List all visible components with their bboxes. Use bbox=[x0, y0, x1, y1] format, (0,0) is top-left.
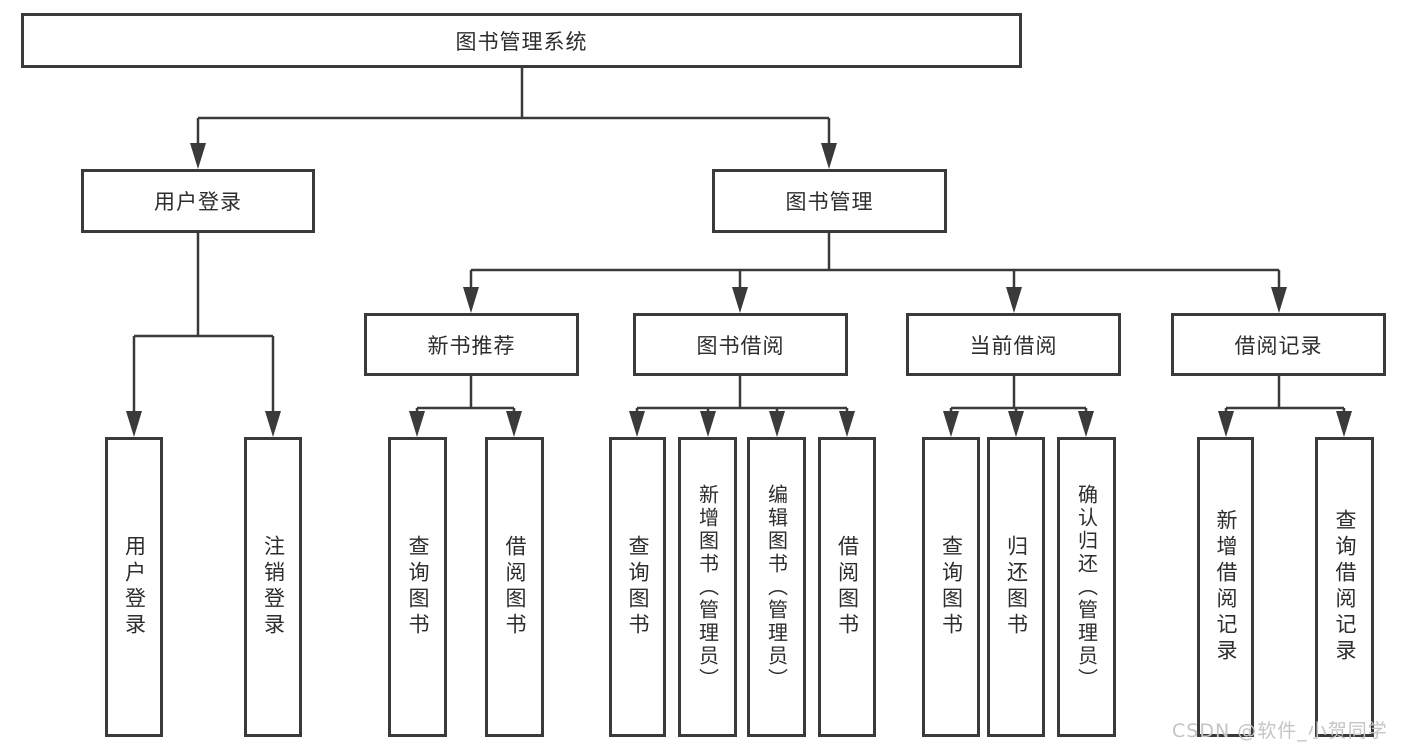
arrow-leaf-addbook bbox=[700, 411, 716, 437]
node-borrow-records: 借阅记录 bbox=[1171, 313, 1386, 376]
leaf-add-book-admin: 新增图书（管理员） bbox=[678, 437, 737, 737]
leaf-edit-book-admin-label: 编辑图书（管理员） bbox=[764, 483, 789, 691]
leaf-query-book-recommendation: 查询图书 bbox=[388, 437, 447, 737]
leaf-borrow-book-borrow: 借阅图书 bbox=[818, 437, 876, 737]
arrow-bookmgmt bbox=[821, 143, 837, 169]
arrow-leaf-editbook bbox=[769, 411, 785, 437]
leaf-add-borrow-record: 新增借阅记录 bbox=[1197, 437, 1254, 737]
leaf-confirm-return-admin: 确认归还（管理员） bbox=[1057, 437, 1116, 737]
leaf-user-login: 用户登录 bbox=[105, 437, 163, 737]
node-book-management-label: 图书管理 bbox=[785, 190, 874, 214]
arrow-leaf-userlogin bbox=[126, 411, 142, 437]
leaf-edit-book-admin: 编辑图书（管理员） bbox=[747, 437, 806, 737]
leaf-query-book-current-label: 查询图书 bbox=[939, 535, 964, 639]
node-borrow-records-label: 借阅记录 bbox=[1234, 333, 1323, 358]
node-new-book-recommendation-label: 新书推荐 bbox=[427, 333, 516, 358]
arrow-bookborrow bbox=[732, 287, 748, 313]
arrow-leaf-addrecord bbox=[1218, 411, 1234, 437]
node-book-management: 图书管理 bbox=[712, 169, 947, 233]
arrow-leaf-borrowbook1 bbox=[506, 411, 522, 437]
leaf-query-borrow-record: 查询借阅记录 bbox=[1315, 437, 1374, 737]
leaf-query-book-borrow: 查询图书 bbox=[609, 437, 666, 737]
leaf-query-borrow-record-label: 查询借阅记录 bbox=[1333, 509, 1357, 665]
arrow-leaf-querybook3 bbox=[943, 411, 959, 437]
node-root: 图书管理系统 bbox=[21, 13, 1022, 68]
arrow-borrowrecords bbox=[1271, 287, 1287, 313]
node-user-login-label: 用户登录 bbox=[154, 190, 242, 214]
leaf-query-book-current: 查询图书 bbox=[922, 437, 980, 737]
arrow-currentborrow bbox=[1006, 287, 1022, 313]
arrow-leaf-confirmreturn bbox=[1078, 411, 1094, 437]
node-book-borrow: 图书借阅 bbox=[633, 313, 848, 376]
leaf-add-borrow-record-label: 新增借阅记录 bbox=[1214, 509, 1238, 665]
leaf-query-book-recommendation-label: 查询图书 bbox=[406, 535, 430, 639]
leaf-confirm-return-admin-label: 确认归还（管理员） bbox=[1074, 483, 1099, 691]
arrow-leaf-queryrecord bbox=[1336, 411, 1352, 437]
leaf-query-book-borrow-label: 查询图书 bbox=[626, 535, 650, 639]
node-user-login: 用户登录 bbox=[81, 169, 315, 233]
leaf-borrow-book-borrow-label: 借阅图书 bbox=[835, 535, 860, 639]
leaf-borrow-book-recommendation: 借阅图书 bbox=[485, 437, 544, 737]
node-book-borrow-label: 图书借阅 bbox=[696, 333, 785, 358]
leaf-return-book-label: 归还图书 bbox=[1004, 535, 1029, 639]
arrow-leaf-borrowbook2 bbox=[839, 411, 855, 437]
arrow-newbookrec bbox=[463, 287, 479, 313]
arrow-leaf-returnbook bbox=[1008, 411, 1024, 437]
arrow-leaf-querybook2 bbox=[629, 411, 645, 437]
arrow-leaf-querybook1 bbox=[409, 411, 425, 437]
csdn-watermark: CSDN @软件_小贺同学 bbox=[1172, 720, 1388, 742]
leaf-borrow-book-recommendation-label: 借阅图书 bbox=[503, 535, 527, 639]
leaf-user-login-label: 用户登录 bbox=[122, 535, 147, 639]
node-current-borrow-label: 当前借阅 bbox=[969, 333, 1058, 358]
leaf-add-book-admin-label: 新增图书（管理员） bbox=[695, 483, 720, 691]
leaf-logout-label: 注销登录 bbox=[261, 535, 286, 639]
arrow-userlogin bbox=[190, 143, 206, 169]
node-current-borrow: 当前借阅 bbox=[906, 313, 1121, 376]
node-root-label: 图书管理系统 bbox=[455, 29, 588, 54]
arrow-leaf-logout bbox=[265, 411, 281, 437]
leaf-logout: 注销登录 bbox=[244, 437, 302, 737]
leaf-return-book: 归还图书 bbox=[987, 437, 1045, 737]
node-new-book-recommendation: 新书推荐 bbox=[364, 313, 579, 376]
